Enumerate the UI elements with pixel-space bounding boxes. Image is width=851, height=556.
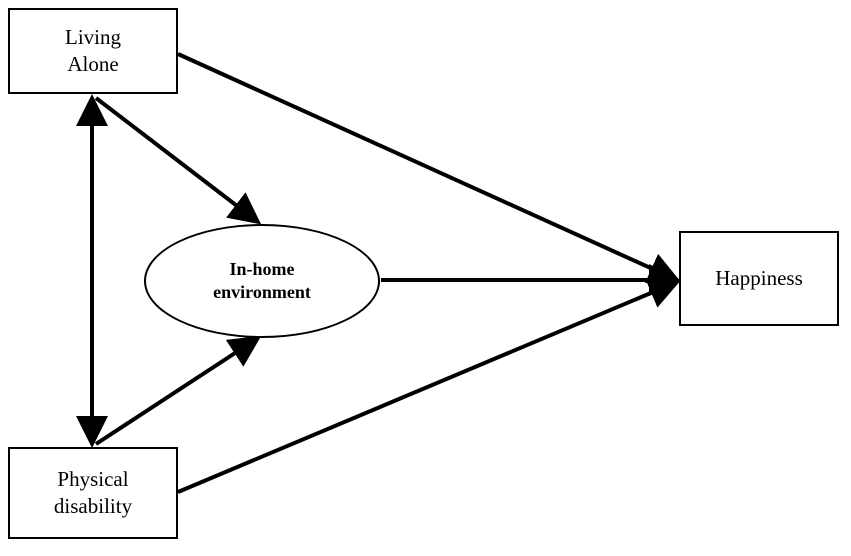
edge-physical-disability-to-in-home-arrow <box>94 335 262 446</box>
in-home-environment-node: In-home environment <box>144 224 380 338</box>
edge-living-alone-to-happiness-arrow <box>177 52 681 284</box>
living-alone-label-line2: Alone <box>67 52 119 76</box>
living-alone-node: Living Alone <box>8 8 178 94</box>
edge-living-alone-to-in-home-arrow <box>94 96 262 225</box>
edge-physical-disability-to-happiness-arrow <box>177 278 681 494</box>
in-home-environment-label-line2: environment <box>213 282 311 302</box>
happiness-node: Happiness <box>679 231 839 326</box>
living-alone-label-line1: Living <box>65 24 121 49</box>
happiness-label: Happiness <box>715 265 803 290</box>
physical-disability-label-line2: disability <box>53 494 133 518</box>
physical-disability-node: Physical disability <box>8 447 178 539</box>
physical-disability-label-line1: Physical <box>57 466 129 491</box>
in-home-environment-label-line1: In-home <box>229 258 295 279</box>
